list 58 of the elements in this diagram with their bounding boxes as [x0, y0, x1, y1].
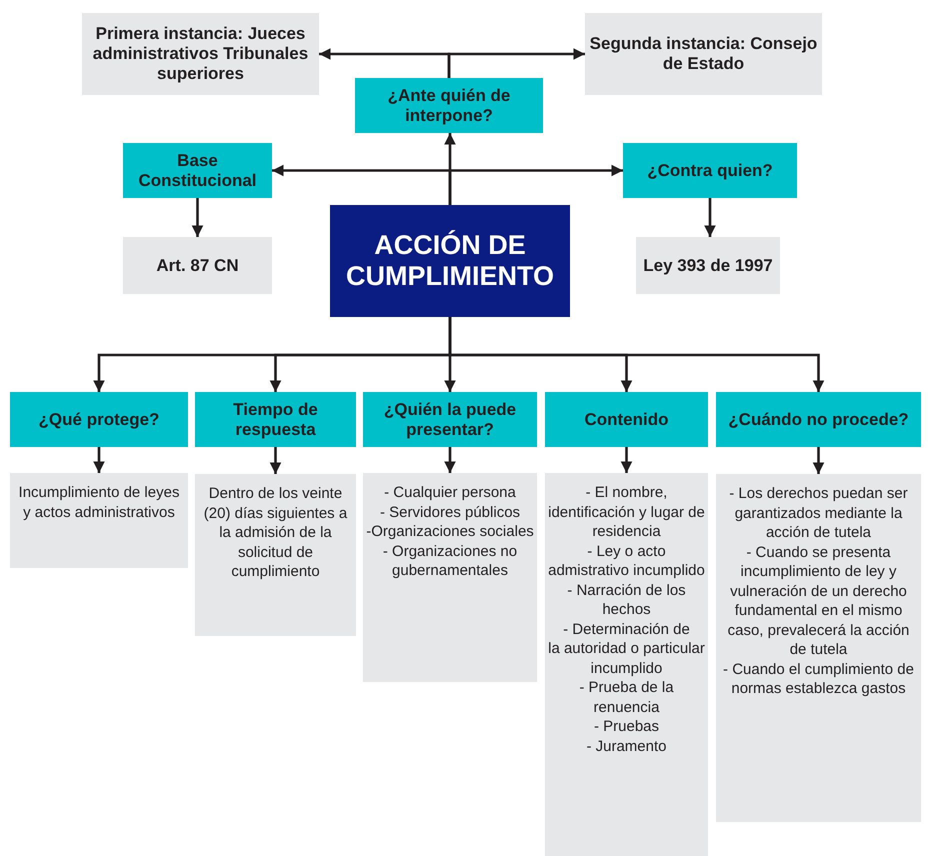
node-text: Tiempo de respuesta	[232, 400, 319, 440]
arrow	[270, 447, 282, 474]
node-text: - Servidores públicos	[380, 502, 520, 522]
main-box	[330, 205, 570, 317]
question-box	[623, 143, 797, 198]
node-text: Incumplimiento de leyes y actos administrativos	[18, 483, 180, 522]
arrow	[444, 447, 456, 473]
question-box	[10, 392, 188, 447]
node-text: Art. 87 CN	[156, 256, 239, 276]
node-text: ¿Cuándo no procede?	[728, 410, 909, 430]
answer-box	[363, 473, 537, 682]
arrow	[448, 164, 623, 205]
heading-box	[123, 143, 272, 198]
node-text: la autoridad o particular incumplido	[548, 639, 705, 678]
arrow	[448, 48, 585, 78]
node-text: - Cuando se presenta incumplimiento de ley y vulneración de un derecho fundamental en el mismo caso, prevalecerá la acción de tutela	[726, 542, 910, 660]
arrow	[704, 198, 716, 237]
node-text: acción de tutela	[766, 523, 872, 542]
answer-box	[195, 474, 356, 636]
node-text: - Narración de los hechos	[566, 580, 687, 620]
node-text: ¿Contra quien?	[647, 160, 773, 180]
heading-box	[545, 392, 708, 447]
arrow	[620, 447, 632, 473]
arrow	[93, 447, 105, 473]
node-text: Segunda instancia: Consejo de Estado	[588, 34, 818, 74]
info-box	[585, 13, 822, 95]
question-box	[355, 78, 543, 133]
node-text: - El nombre, identificación y lugar de residencia	[548, 483, 705, 542]
question-box	[716, 392, 921, 447]
answer-box	[545, 473, 708, 856]
node-text: Ley 393 de 1997	[643, 256, 773, 276]
node-text: ACCIÓN DE CUMPLIMIENTO	[345, 230, 555, 292]
node-text: - Determinación de	[563, 620, 690, 639]
heading-box	[195, 392, 356, 447]
node-text: ¿Ante quién de interpone?	[386, 86, 512, 126]
node-text: ¿Quién la puede presentar?	[382, 400, 518, 440]
arrow	[192, 198, 204, 237]
node-text: - Cuando el cumplimiento de normas establezca gastos	[722, 660, 915, 698]
node-text: -Organizaciones sociales	[366, 522, 534, 542]
info-box	[123, 237, 272, 294]
arrow	[812, 447, 824, 474]
node-text: Primera instancia: Jueces administrativos Tribunales superiores	[92, 24, 310, 84]
node-text: - Juramento	[586, 736, 667, 756]
info-box	[82, 13, 319, 95]
node-text: - Cualquier persona	[384, 483, 516, 502]
node-text: - Organizaciones no gubernamentales	[382, 542, 518, 580]
node-text: Contenido	[584, 410, 669, 430]
node-text: - Prueba de la renuencia	[578, 678, 675, 717]
answer-box	[10, 473, 188, 568]
node-text: Base Constitucional	[137, 150, 258, 190]
node-text: - Pruebas	[594, 717, 660, 736]
node-text: ¿Qué protege?	[38, 410, 160, 430]
node-text: - Ley o acto admistrativo incumplido	[548, 542, 705, 580]
info-box	[636, 237, 780, 294]
answer-box	[716, 474, 921, 822]
arrow	[448, 317, 824, 392]
question-box	[363, 392, 537, 447]
node-text: Dentro de los veinte (20) días siguientes a la admisión de la solicitud de cumplimiento	[202, 484, 348, 582]
